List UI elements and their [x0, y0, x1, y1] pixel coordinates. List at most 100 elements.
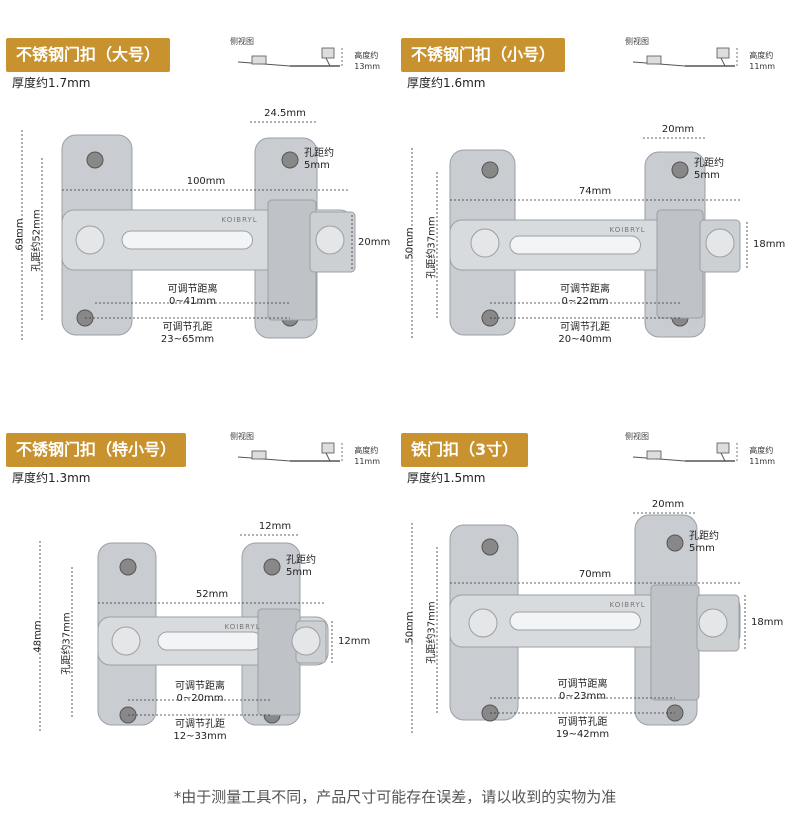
- total-height-label: 48mm: [32, 620, 44, 653]
- thickness-label: 厚度约1.6mm: [407, 76, 486, 90]
- side-height-text: 高度约 11mm: [354, 445, 380, 467]
- total-height-label: 50mm: [404, 611, 416, 644]
- thickness-label: 厚度约1.3mm: [12, 471, 91, 485]
- side-knob-left: [646, 55, 662, 65]
- product-title: 不锈钢门扣（小号）: [401, 38, 566, 72]
- side-view-drawing: [237, 442, 343, 463]
- screw-hole-right: [666, 534, 684, 552]
- latch-keeper: [650, 584, 700, 701]
- adjust-distance-value: 0~20mm: [176, 693, 224, 704]
- hole-distance-label: 孔距约52mm: [31, 209, 43, 272]
- adjust-distance-value: 0~41mm: [169, 296, 216, 307]
- adjust-hole-text: 可调节孔距: [560, 322, 610, 333]
- hole-spacing-text: 孔距约: [689, 531, 719, 542]
- screw-hole-left: [119, 558, 137, 576]
- side-knob-left: [646, 450, 662, 460]
- brand-mark: KOIBRYL: [221, 216, 258, 224]
- screw-hole-right: [671, 161, 689, 179]
- knob-left: [111, 626, 141, 656]
- side-knob-stem: [720, 452, 726, 462]
- brand-mark: KOIBRYL: [609, 226, 646, 234]
- product-title: 不锈钢门扣（大号）: [6, 38, 171, 72]
- adjust-hole-value: 19~42mm: [555, 729, 610, 740]
- side-knob-left: [251, 55, 267, 65]
- latch-keeper: [656, 209, 704, 319]
- side-view-drawing: [632, 442, 738, 463]
- disclaimer-note: *由于测量工具不同，产品尺寸可能存在误差，请以收到的实物为准: [173, 788, 617, 806]
- screw-hole-left: [481, 538, 499, 556]
- hole-distance-label: 孔距约37mm: [61, 612, 73, 675]
- latch-drawing: [39, 534, 333, 733]
- hole-spacing-value: 5mm: [694, 170, 720, 181]
- side-knob-right: [321, 442, 335, 454]
- side-knob-right: [716, 442, 730, 454]
- screw-hole-right: [281, 151, 299, 169]
- height-value: 11mm: [354, 457, 380, 466]
- adjust-distance-value: 0~22mm: [561, 296, 609, 307]
- brand-mark: KOIBRYL: [224, 623, 261, 631]
- side-view-label: 侧视图: [230, 37, 254, 46]
- height-value: 11mm: [749, 457, 775, 466]
- side-knob-stem: [325, 452, 331, 462]
- slide-slot: [509, 235, 641, 255]
- hole-spacing-value: 5mm: [689, 543, 715, 554]
- product-title: 不锈钢门扣（特小号）: [6, 433, 187, 467]
- width-label: 20mm: [651, 499, 685, 510]
- hole-spacing-text: 孔距约: [286, 555, 316, 566]
- height-dim-label: 18mm: [753, 239, 786, 250]
- adjust-hole-value: 23~65mm: [160, 334, 215, 345]
- adjust-hole-text: 可调节孔距: [557, 717, 608, 728]
- thickness-label: 厚度约1.7mm: [12, 76, 91, 90]
- side-knob-right: [321, 47, 335, 59]
- side-knob-stem: [325, 57, 331, 67]
- height-label: 高度约: [354, 446, 379, 455]
- adjust-distance-text: 可调节距离: [167, 284, 218, 295]
- adjust-hole-value: 20~40mm: [558, 334, 612, 345]
- adjust-distance-text: 可调节距离: [557, 679, 608, 690]
- height-value: 13mm: [354, 62, 380, 71]
- length-label: 52mm: [195, 589, 229, 600]
- slide-slot: [157, 631, 262, 651]
- screw-hole-left: [86, 151, 104, 169]
- adjust-hole-value: 12~33mm: [173, 731, 227, 742]
- height-dim-label: 18mm: [751, 616, 784, 628]
- brand-mark: KOIBRYL: [609, 601, 646, 609]
- width-label: 24.5mm: [264, 108, 306, 119]
- height-label: 高度约: [749, 51, 774, 60]
- side-knob-right: [716, 47, 730, 59]
- side-view-drawing: [237, 47, 343, 68]
- screw-hole-right: [263, 558, 281, 576]
- side-knob-stem: [720, 57, 726, 67]
- width-label: 12mm: [258, 521, 292, 532]
- hole-spacing-text: 孔距约: [304, 148, 334, 159]
- hole-distance-label: 孔距约37mm: [426, 601, 438, 664]
- adjust-distance-text: 可调节距离: [560, 284, 610, 295]
- side-view-drawing: [632, 47, 738, 68]
- height-value: 11mm: [749, 62, 775, 71]
- knob-right: [705, 228, 735, 258]
- hole-distance-label: 孔距约37mm: [426, 216, 438, 279]
- total-height-label: 50mm: [404, 227, 416, 260]
- slide-slot: [121, 230, 253, 250]
- knob-left: [468, 608, 498, 638]
- latch-keeper: [267, 199, 317, 321]
- latch-drawing: [411, 137, 748, 340]
- knob-left: [75, 225, 105, 255]
- knob-left: [470, 228, 500, 258]
